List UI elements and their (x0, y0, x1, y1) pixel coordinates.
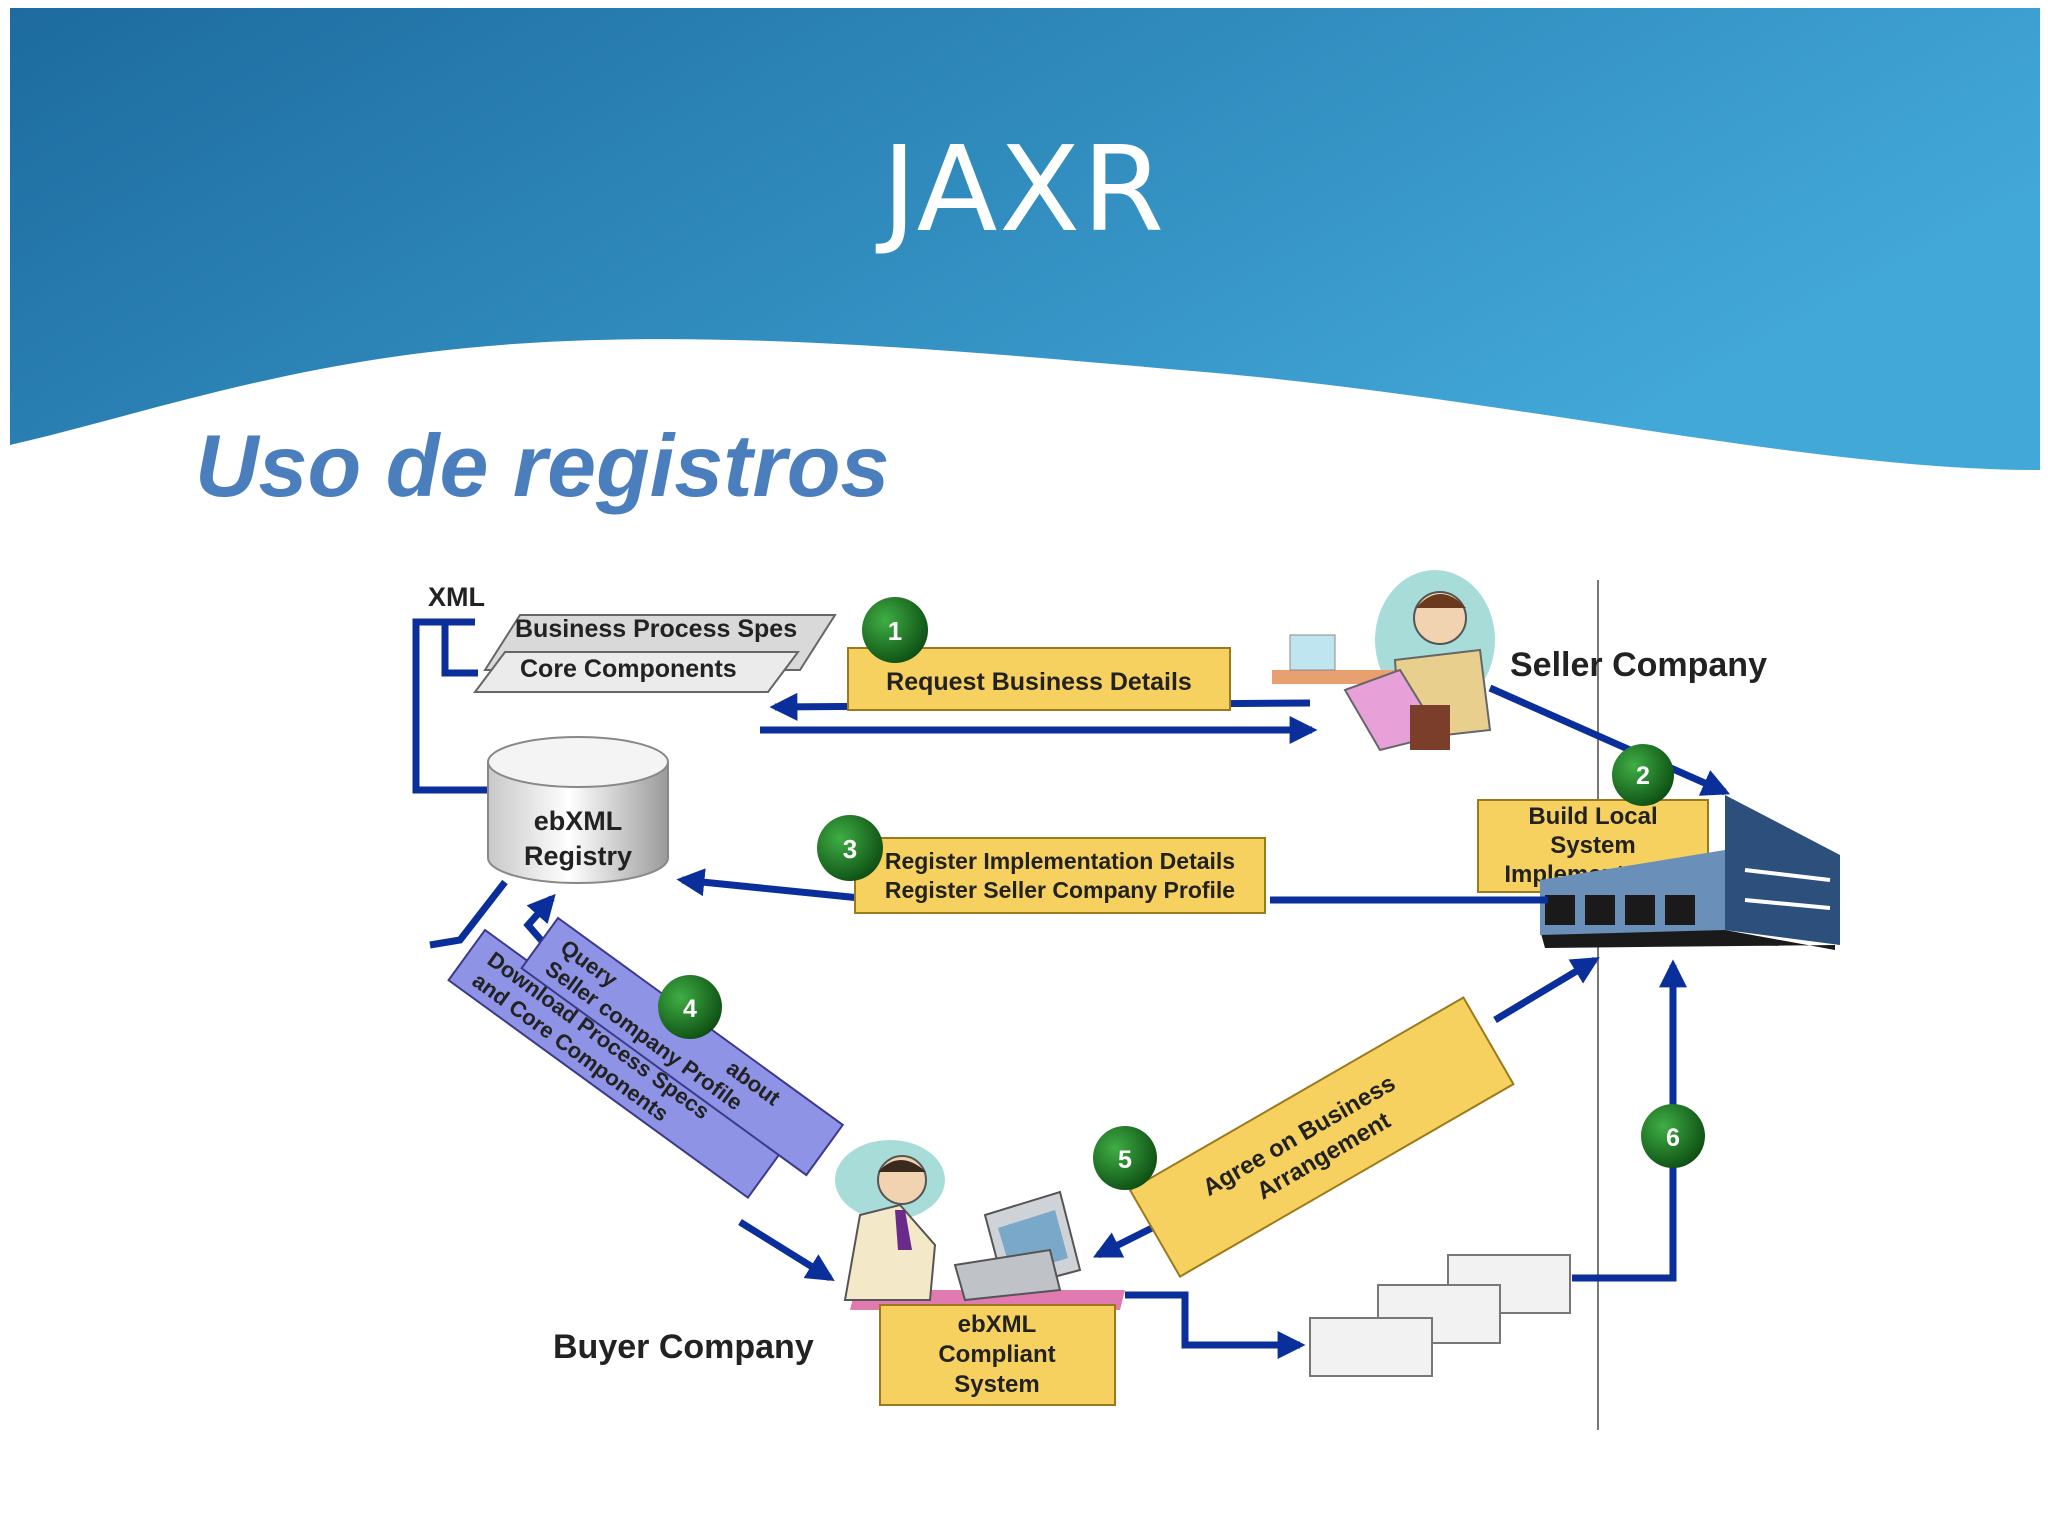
buyer-company-label: Buyer Company (553, 1328, 814, 1366)
spec-sheet-label-2: Core Components (520, 655, 737, 683)
step-6-group: 6 (1125, 959, 1705, 1377)
registry-label-2: Registry (524, 841, 632, 871)
step-2-badge (1612, 744, 1674, 806)
step-5-group: Agree on Business Arrangement 5 (1092, 956, 1600, 1278)
xml-to-registry-connector (412, 618, 492, 794)
jaxr-registry-diagram: XML Business Process Spes Core Component… (412, 570, 1840, 1430)
download-arrow-to-buyer (738, 1219, 835, 1281)
step-3-badge (817, 815, 883, 881)
step-2-label-2: System (1550, 832, 1635, 859)
step-3-label-2: Register Seller Company Profile (885, 877, 1235, 903)
download-arrow-start (429, 879, 508, 949)
register-details-box (854, 837, 1266, 914)
step-2-arrow (1488, 684, 1731, 796)
xml-bracket (441, 618, 478, 677)
compliant-system-group: ebXML Compliant System (879, 1304, 1116, 1406)
seller-company-label: Seller Company (1510, 646, 1767, 684)
step-6-badge (1641, 1104, 1705, 1168)
document-sheet-1 (1309, 1317, 1433, 1377)
registry-label-1: ebXML (534, 806, 623, 836)
documents-to-seller-arrow (1572, 959, 1687, 1282)
header-wave-background (10, 8, 2040, 470)
step-5-arrow-to-seller (1493, 956, 1600, 1024)
step-1-group: Request Business Details 1 (760, 597, 1318, 744)
step-1-number: 1 (888, 616, 902, 646)
step-5-badge (1093, 1126, 1157, 1190)
seller-building-icon (1540, 795, 1840, 950)
step-4-badge (658, 975, 722, 1039)
buyer-to-documents-arrow (1125, 1291, 1306, 1359)
agree-arrangement-box (1128, 996, 1515, 1278)
step-3-group: Register Implementation Details Register… (676, 815, 1548, 914)
slide-subtitle: Uso de registros (195, 416, 890, 515)
compliant-system-box (879, 1304, 1116, 1406)
step-3-label-1: Register Implementation Details (885, 848, 1235, 874)
step-1-label: Request Business Details (886, 668, 1192, 696)
step-1-badge (862, 597, 928, 663)
buyer-person-icon (835, 1140, 1125, 1310)
step-5-number: 5 (1118, 1146, 1132, 1174)
seller-person-icon: Seller Company (1272, 570, 1767, 752)
spec-sheets: Business Process Spes Core Components (473, 614, 837, 693)
compliant-label-3: System (954, 1371, 1039, 1398)
compliant-label-1: ebXML (958, 1311, 1037, 1338)
step-6-number: 6 (1666, 1124, 1680, 1152)
step-2-label-1: Build Local (1528, 803, 1657, 830)
xml-label: XML (428, 582, 485, 612)
step-4-group: Download Process Specs and Core Componen… (429, 879, 845, 1281)
step-2-number: 2 (1636, 762, 1650, 790)
compliant-label-2: Compliant (938, 1341, 1055, 1368)
step-4-number: 4 (683, 995, 697, 1023)
step-3-number: 3 (843, 834, 857, 864)
step-3-arrow (676, 868, 861, 902)
slide-title: JAXR (881, 120, 1167, 258)
spec-sheet-label-1: Business Process Spes (515, 615, 797, 643)
step-5-arrow-to-buyer (1092, 1224, 1154, 1259)
ebxml-registry-cylinder: ebXML Registry (487, 736, 669, 884)
